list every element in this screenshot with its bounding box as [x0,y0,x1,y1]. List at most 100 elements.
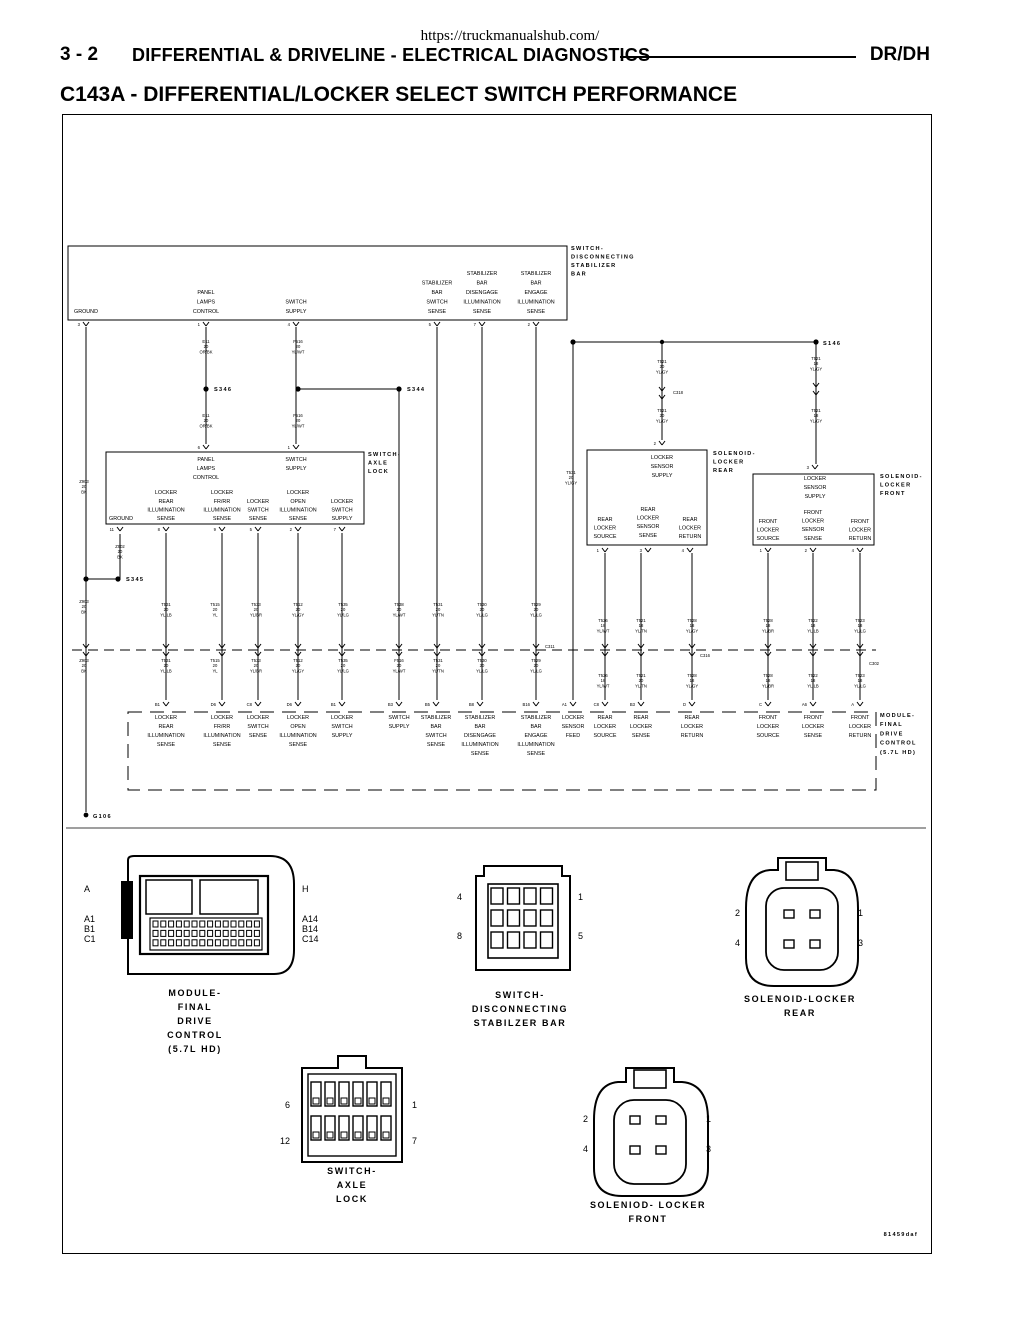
wire-code: 20 [660,413,665,418]
pin-cavity [168,939,175,947]
pin-number: 4 [288,322,291,327]
stab-pin-terminal [202,321,210,327]
pin-chevron [478,321,483,327]
wire-code: T523 [855,618,865,623]
pin-chevron [202,321,207,327]
connector-name: FRONT [629,1214,668,1224]
pin-cavity [380,1081,392,1107]
wire-code: YL/WT [597,683,610,688]
module-pin-label: SENSE [471,751,490,757]
wire-code: YL/BR [762,628,774,633]
axle-pin-terminal [338,526,346,532]
pin-cavity [168,929,175,937]
rear-pin-label: LOCKER [651,455,673,461]
wire-code: YL/TN [635,683,647,688]
component-label-solenoid-front: LOCKER [880,483,911,489]
component-label-axle-switch: SWITCH- [368,452,401,458]
stab-pin-terminal [292,321,300,327]
wire-code: YL/BR [250,612,262,617]
module-pin-label: FRONT [851,715,870,721]
stab-pin-label: BAR [431,290,442,296]
axle-pin-label: OPEN [290,499,305,505]
pin-cavity [183,929,190,937]
pin-cavity [183,920,190,928]
splice-label: S346 [214,387,232,393]
component-label-solenoid-rear: SOLENOID- [713,451,756,457]
pin-number: 11 [110,527,115,532]
pin-number: B3 [630,702,636,707]
solenoid-rear-box [586,449,708,546]
rear-pin-terminal [644,547,652,553]
pin-contact [368,1097,376,1105]
pin-chevron [295,444,300,450]
stab-pin-label: ILLUMINATION [463,300,500,306]
pin-number: 4 [682,548,685,553]
wire-code: YL [212,668,218,673]
connector-pin-label: A1 [84,914,95,924]
module-pin-label: FRONT [804,715,823,721]
wire-code: 20 [204,418,209,423]
component-label-module: DRIVE [880,731,904,737]
axle-pin-label: LOCKER [331,499,353,505]
wire-code: YL/LB [807,628,819,633]
front-pin-label: SOURCE [756,536,779,542]
module-pin-terminal [601,701,609,707]
pin-chevron [338,526,343,532]
wire-code: BK [81,609,87,614]
axle-pin-terminal [294,526,302,532]
module-pin-label: LOCKER [594,724,616,730]
pin-number: 7 [334,527,337,532]
pin-chevron [341,526,346,532]
pin-number: 1 [288,445,291,450]
splice-dot [203,386,209,392]
wire-code: E11 [202,413,210,418]
wire-code: OR/BK [199,349,212,354]
wire-code: 20 [296,418,301,423]
pin-cavity [539,931,554,949]
module-pin-label: LOCKER [562,715,584,721]
connector-body [745,857,859,987]
front-pin-label: SENSOR [804,485,827,491]
source-url: https://truckmanualshub.com/ [420,28,600,44]
wire-code: T528 [687,673,697,678]
wire-code: 20 [341,663,346,668]
pin-chevron [767,547,772,553]
wire-code: T529 [531,602,541,607]
pin-cavity [152,929,159,937]
pin-cavity [191,939,198,947]
pin-cavity [160,939,167,947]
pin-cavity [238,939,245,947]
ground-label: G106 [93,814,112,820]
axle-pin-label: LAMPS [197,466,216,472]
wire-code: 20 [341,607,346,612]
pin-chevron [814,464,819,470]
pin-chevron [481,321,486,327]
module-pin-label: RETURN [849,733,872,739]
wire-code: YL/WT [292,423,305,428]
connector-name: SWITCH- [495,990,545,1000]
pin-cavity [214,920,221,928]
pin-number: 3 [807,465,810,470]
axle-pin-label: SUPPLY [332,516,353,522]
module-pin-label: LOCKER [247,715,269,721]
module-pin-terminal [688,701,696,707]
module-pin-label: LOCKER [802,724,824,730]
stab-pin-label: STABILIZER [422,281,453,287]
splice-label: S146 [823,341,841,347]
axle-pin-label: SWITCH [285,457,306,463]
pin-chevron [294,526,299,532]
wire-code: 20 [82,484,87,489]
connector-body [475,865,571,971]
pin-chevron [294,701,299,707]
pin-chevron [165,526,170,532]
stab-pin-label: SENSE [473,309,492,315]
pin-cavity [629,1145,641,1155]
pin-number: A6 [802,702,808,707]
pin-chevron [812,382,817,388]
wire-code: YL/WT [597,628,610,633]
pin-chevron [116,526,121,532]
axle-pin-label: CONTROL [193,475,219,481]
wire-code: 20 [397,607,402,612]
pin-cavity [152,939,159,947]
module-pin-label: SENSE [249,733,268,739]
